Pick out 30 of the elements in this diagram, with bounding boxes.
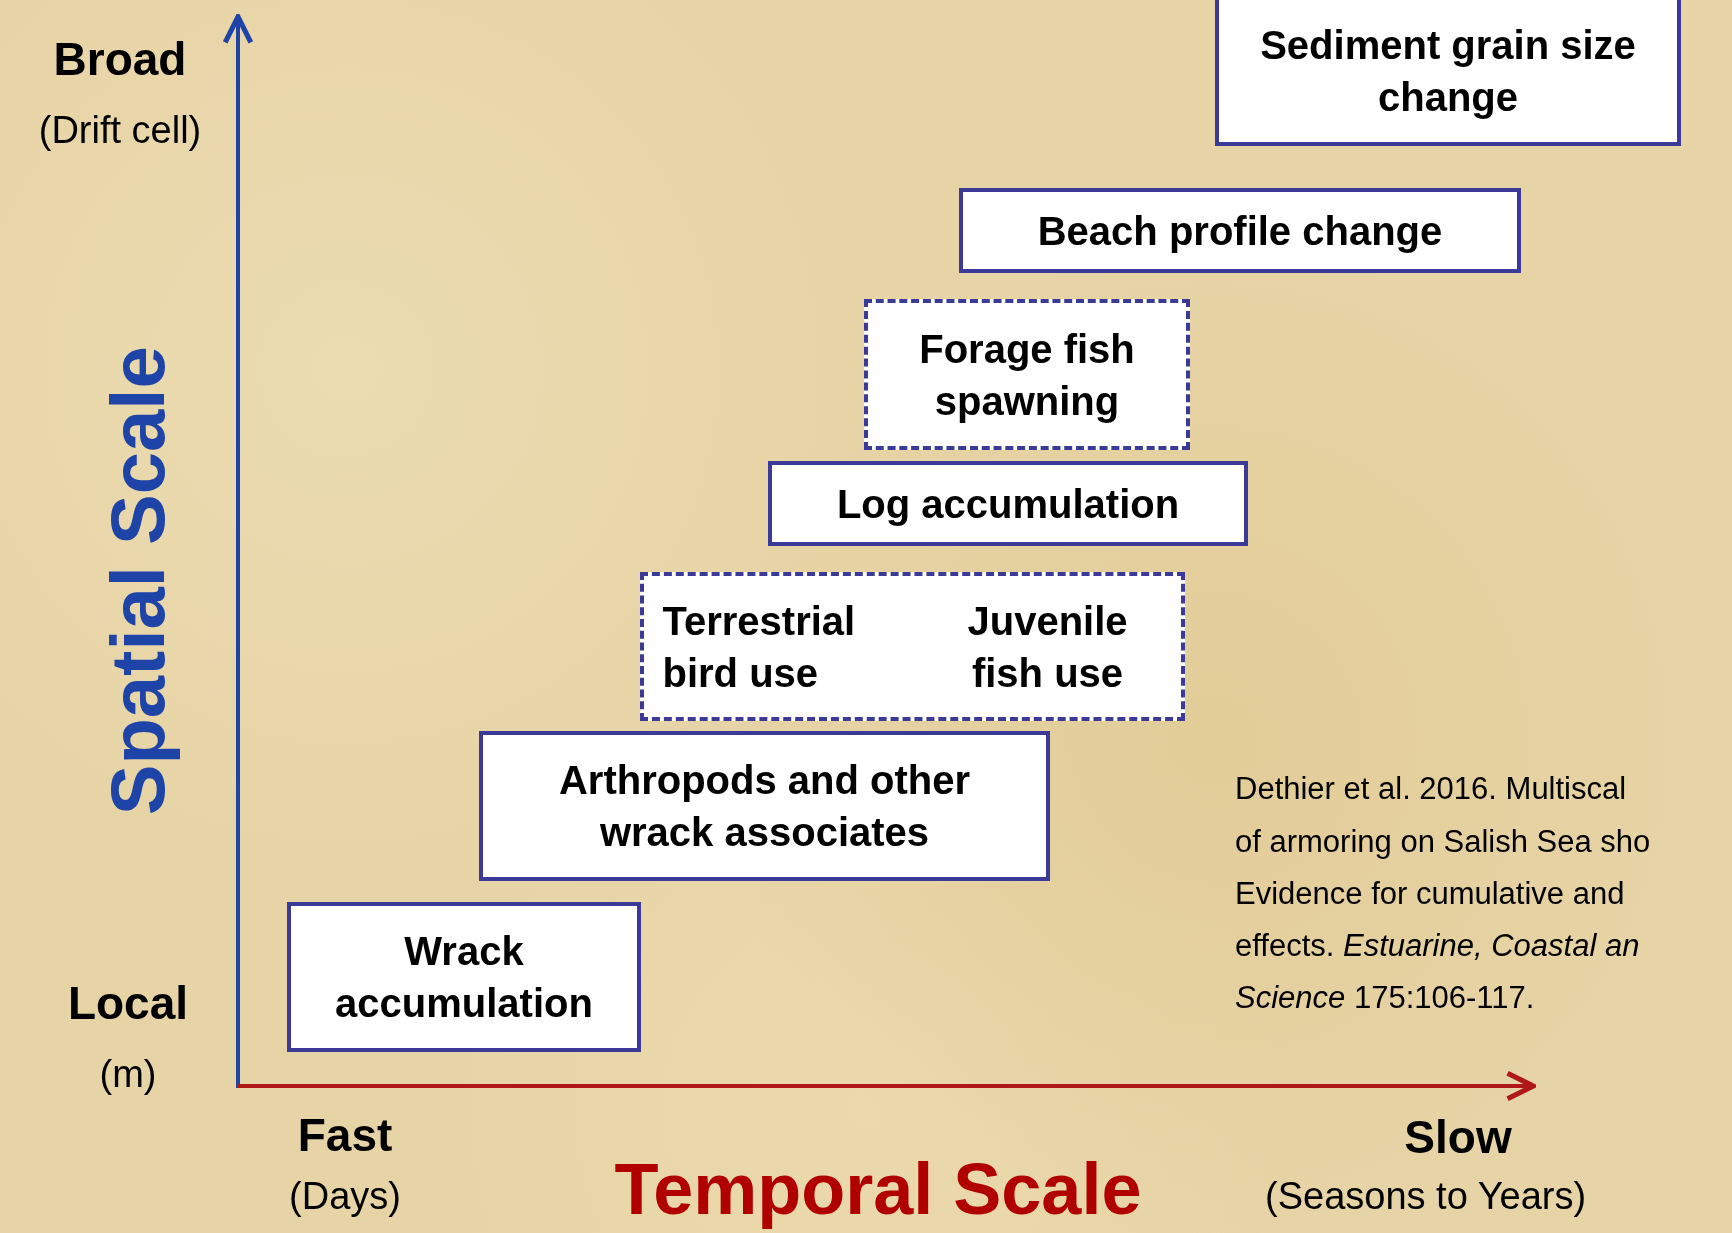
process-box: [287, 902, 641, 1052]
axis-end-label: Fast: [297, 1110, 393, 1161]
box-label: Log accumulation: [836, 480, 1180, 528]
axis-title: Temporal Scale: [614, 1150, 1142, 1230]
process-box: [640, 572, 1185, 721]
process-box: [768, 461, 1248, 546]
citation-text: Dethier et al. 2016. Multiscal: [1235, 772, 1627, 807]
axis-end-label: (Days): [289, 1176, 401, 1218]
citation-text: Evidence for cumulative and: [1235, 877, 1625, 912]
axis-end-label: Local: [67, 978, 189, 1029]
process-box: [959, 188, 1521, 273]
process-box: [1215, 0, 1681, 146]
axis-end-label: Broad: [53, 34, 187, 85]
axis-end-label: Slow: [1404, 1112, 1512, 1163]
citation-text: effects. Estuarine, Coastal an: [1235, 929, 1640, 964]
box-label: Arthropods and other wrack associates: [557, 757, 972, 856]
process-box: [864, 299, 1190, 450]
box-label: Sediment grain size change: [1259, 22, 1637, 121]
box-label: Juvenile fish use: [966, 597, 1129, 697]
citation-text: of armoring on Salish Sea sho: [1235, 825, 1651, 860]
axis-title: Spatial Scale: [96, 346, 180, 816]
box-label: Terrestrial bird use: [662, 597, 857, 697]
box-label: Beach profile change: [1037, 207, 1443, 255]
citation-text: Science 175:106-117.: [1235, 981, 1535, 1016]
axis-end-label: (Seasons to Years): [1265, 1176, 1587, 1218]
box-label: Wrack accumulation: [334, 928, 594, 1027]
box-label: Forage fish spawning: [918, 325, 1136, 425]
axis-end-label: (m): [99, 1054, 157, 1096]
axis-end-label: (Drift cell): [38, 110, 202, 152]
process-box: [479, 731, 1050, 881]
